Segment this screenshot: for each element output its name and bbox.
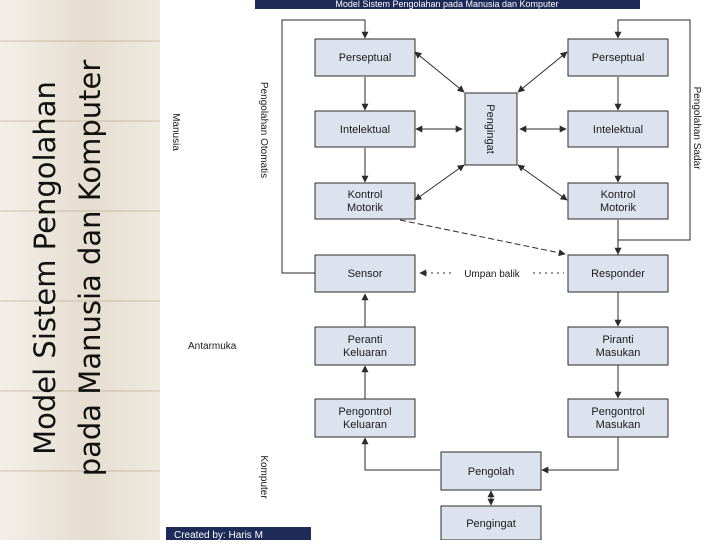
label-umpan-balik: Umpan balik	[464, 269, 521, 280]
node-label: Pengingat	[466, 518, 516, 530]
paper-texture-line	[0, 470, 160, 472]
node-intelektual-right: Intelektual	[567, 110, 669, 148]
arrow-pengolah-to-pengontrol-keluaran	[361, 437, 440, 471]
node-perseptual-right: Perseptual	[567, 38, 669, 77]
node-pengontrol-masukan: Pengontrol Masukan	[567, 398, 669, 438]
paper-texture-line	[0, 390, 160, 392]
node-peranti-keluaran: Peranti Keluaran	[314, 326, 416, 366]
node-label: Responder	[591, 268, 645, 280]
node-label: Masukan	[596, 419, 641, 431]
node-pengontrol-keluaran: Pengontrol Keluaran	[314, 398, 416, 438]
arrow-kontrol-to-responder-dashed	[399, 219, 566, 257]
arrow-center-kontrol-right	[517, 164, 568, 201]
paper-texture-line	[0, 300, 160, 302]
node-label: Kontrol	[601, 189, 636, 201]
node-label: Pengontrol	[591, 406, 644, 418]
diagram-footer: Created by: Haris M	[174, 530, 263, 540]
node-label: Motorik	[347, 202, 384, 214]
label-pengolahan-otomatis: Pengolahan Otomatis	[258, 82, 269, 178]
label-manusia: Manusia	[170, 113, 181, 151]
node-kontrol-motorik-left: Kontrol Motorik	[314, 182, 416, 220]
process-diagram: Model Sistem Pengolahan pada Manusia dan…	[160, 0, 720, 541]
label-komputer: Komputer	[258, 455, 269, 499]
paper-texture-line	[0, 210, 160, 212]
node-label: Intelektual	[593, 124, 643, 136]
diagram-header: Model Sistem Pengolahan pada Manusia dan…	[335, 0, 558, 9]
arrow-center-perseptual-left	[414, 51, 465, 93]
node-label: Peranti	[348, 334, 383, 346]
node-label: Sensor	[348, 268, 383, 280]
diagram-footer-bar	[166, 527, 311, 540]
node-label: Keluaran	[343, 419, 387, 431]
label-antarmuka: Antarmuka	[188, 341, 237, 352]
node-label: Motorik	[600, 202, 637, 214]
paper-texture-line	[0, 120, 160, 122]
node-label: Intelektual	[340, 124, 390, 136]
node-sensor: Sensor	[314, 254, 416, 293]
node-label: Pengontrol	[338, 406, 391, 418]
node-label: Perseptual	[592, 52, 645, 64]
arrow-sensor-loop-to-perseptual	[281, 19, 369, 274]
node-intelektual-left: Intelektual	[314, 110, 416, 148]
node-label: Piranti	[602, 334, 633, 346]
diagram-svg: Model Sistem Pengolahan pada Manusia dan…	[166, 0, 702, 541]
node-pengingat-center: Pengingat	[464, 92, 518, 166]
node-label: Masukan	[596, 347, 641, 359]
label-pengolahan-sadar: Pengolahan Sadar	[691, 87, 702, 171]
arrow-pengontrol-masukan-to-pengolah	[541, 436, 619, 474]
node-label: Perseptual	[339, 52, 392, 64]
node-label: Keluaran	[343, 347, 387, 359]
node-label: Kontrol	[348, 189, 383, 201]
node-kontrol-motorik-right: Kontrol Motorik	[567, 182, 669, 220]
slide-title-line2: pada Manusia dan Komputer	[73, 60, 107, 477]
paper-texture-line	[0, 40, 160, 42]
node-label: Pengingat	[484, 104, 496, 154]
node-perseptual-left: Perseptual	[314, 38, 416, 77]
node-pengingat-bottom: Pengingat	[440, 505, 542, 541]
diagram-header-bar	[255, 0, 640, 9]
slide-title-line1: Model Sistem Pengolahan	[28, 81, 62, 455]
slide-title: Model Sistem Pengolahan pada Manusia dan…	[0, 0, 160, 540]
node-label: Pengolah	[468, 466, 515, 478]
arrow-center-kontrol-left	[414, 164, 465, 201]
node-piranti-masukan: Piranti Masukan	[567, 326, 669, 366]
node-responder: Responder	[567, 254, 669, 293]
arrow-center-perseptual-right	[517, 51, 568, 93]
left-panel: Model Sistem Pengolahan pada Manusia dan…	[0, 0, 160, 540]
node-pengolah: Pengolah	[440, 451, 542, 491]
connectors	[281, 19, 691, 506]
